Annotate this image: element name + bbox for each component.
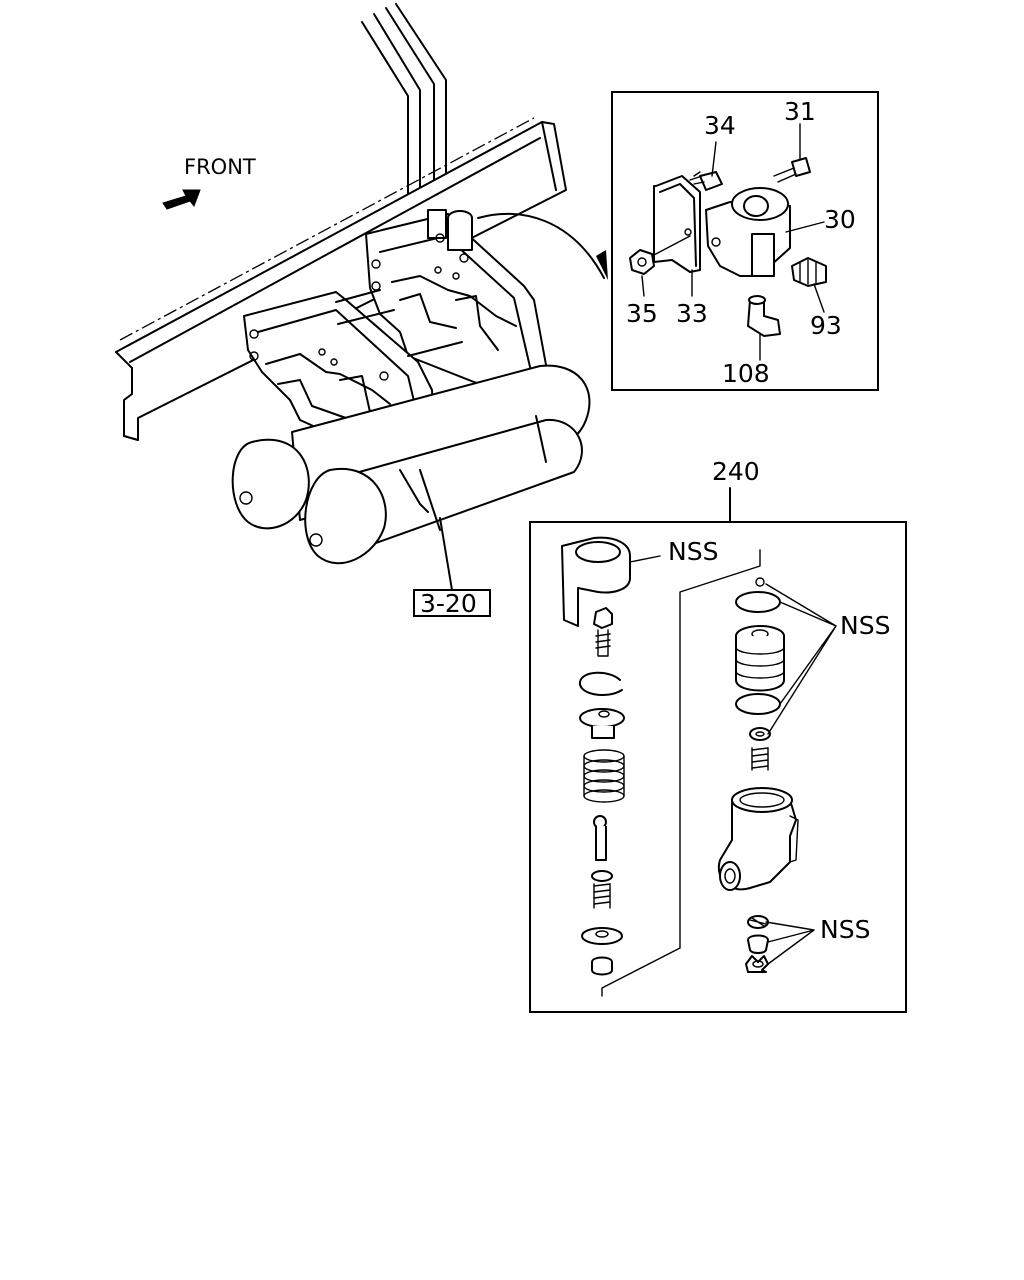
- kit-small-spring: [591, 870, 613, 909]
- kit-filter-cap: [747, 934, 769, 954]
- front-arrow-icon: [162, 189, 201, 210]
- kit-plug: [591, 956, 613, 976]
- kit-label-240: 240: [712, 457, 760, 486]
- kit-nut: [593, 607, 613, 657]
- nss-label-2: NSS: [840, 611, 890, 640]
- kit-cap: [561, 536, 631, 627]
- callout-34: 34: [704, 111, 736, 140]
- callout-35: 35: [626, 299, 658, 328]
- kit-spring: [583, 749, 625, 803]
- kit-piston: [735, 625, 785, 692]
- kit-spring-seat: [579, 708, 625, 739]
- callout-108: 108: [722, 359, 770, 388]
- bracket-33: [653, 175, 701, 273]
- nut-35: [629, 235, 691, 275]
- valve-30: [705, 187, 791, 277]
- callout-93: 93: [810, 311, 842, 340]
- kit-washer: [581, 927, 623, 945]
- callout-30: 30: [824, 205, 856, 234]
- callout-33: 33: [676, 299, 708, 328]
- detail-leader-line: [477, 212, 605, 279]
- kit-o-ring-upper: [735, 591, 781, 613]
- nss-leader-2: [765, 583, 837, 735]
- nss-leader-3: [765, 921, 815, 965]
- kit-small-ring: [755, 577, 765, 587]
- kit-filter-screen: [747, 915, 769, 929]
- bolt-34: [689, 171, 723, 191]
- fitting-93: [791, 257, 827, 287]
- nss-label-1: NSS: [668, 537, 718, 566]
- valve-on-frame: [427, 209, 473, 263]
- nss-label-3: NSS: [820, 915, 870, 944]
- kit-box: 240: [529, 457, 907, 1013]
- kit-star-washer: [745, 955, 769, 973]
- front-indicator: FRONT: [162, 155, 256, 210]
- ref-box-3-20: [413, 589, 491, 617]
- kit-box-frame: [529, 521, 907, 1013]
- bolt-31: [773, 157, 811, 183]
- kit-snap-ring: [579, 671, 623, 697]
- front-label: FRONT: [184, 155, 256, 179]
- detail-box-frame: [611, 91, 879, 391]
- ref-label-3-20: 3-20: [420, 589, 477, 618]
- callout-31: 31: [784, 97, 816, 126]
- kit-valve-body: [717, 787, 799, 891]
- elbow-108: [747, 295, 781, 337]
- chassis-assembly: 3-20: [115, 3, 608, 618]
- kit-pin: [593, 815, 607, 861]
- kit-right-spring: [751, 747, 769, 771]
- nss-leader-1: [629, 555, 661, 563]
- kit-lower-washer: [749, 727, 771, 741]
- detail-box: 34 31 30 35 33 93 108: [611, 91, 879, 391]
- kit-o-ring-lower: [735, 693, 781, 715]
